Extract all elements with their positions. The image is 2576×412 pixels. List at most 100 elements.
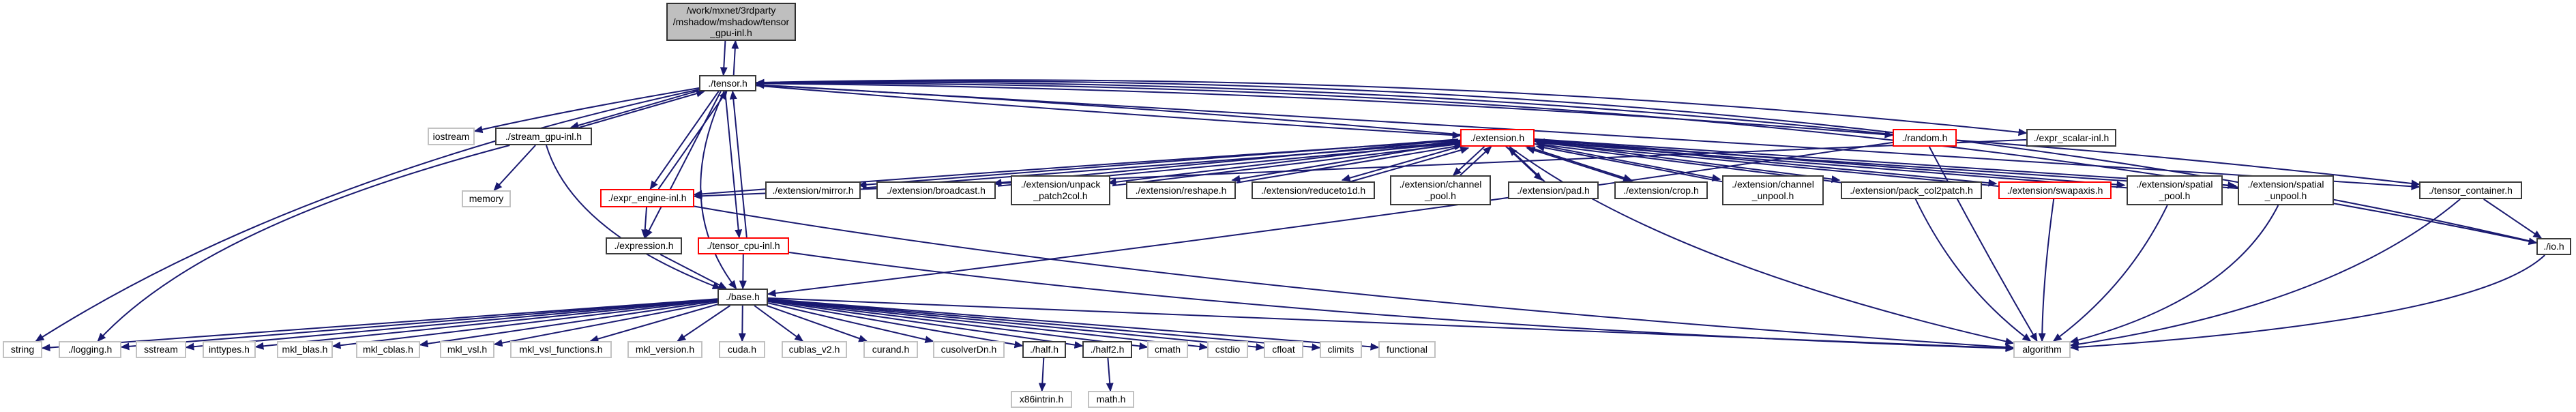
edge-extension-to-ext_channel_unpool bbox=[1532, 143, 1721, 182]
node-tensor_container[interactable]: ./tensor_container.h bbox=[2419, 181, 2522, 199]
node-climits: climits bbox=[1320, 341, 1362, 358]
edge-base-to-inttypes bbox=[254, 299, 718, 350]
edge-base-to-cusolver bbox=[767, 302, 934, 344]
edge-base-to-mkl_version bbox=[677, 305, 731, 342]
node-curand: curand.h bbox=[863, 341, 918, 358]
edge-ext_pad-to-extension bbox=[1508, 147, 1547, 183]
edge-extension-to-ext_channel_pool bbox=[1452, 146, 1485, 177]
node-base[interactable]: ./base.h bbox=[717, 289, 768, 306]
node-stream_gpu[interactable]: ./stream_gpu-inl.h bbox=[495, 128, 592, 145]
edge-tensor_container-to-algorithm bbox=[2069, 198, 2461, 349]
edge-extension-to-ext_crop bbox=[1522, 145, 1633, 181]
edge-tensor-to-tensor_container bbox=[756, 84, 2420, 190]
node-tensor[interactable]: ./tensor.h bbox=[699, 75, 756, 91]
node-math: math.h bbox=[1088, 391, 1134, 408]
edge-tensor-to-io bbox=[756, 82, 2538, 246]
edge-io-to-algorithm bbox=[2069, 254, 2545, 351]
node-ext_broadcast[interactable]: ./extension/broadcast.h bbox=[876, 181, 996, 199]
edge-base-to-cublas_v2 bbox=[754, 305, 804, 342]
node-ext_reduceto1d[interactable]: ./extension/reduceto1d.h bbox=[1252, 181, 1375, 199]
node-ext_reshape[interactable]: ./extension/reshape.h bbox=[1126, 181, 1236, 199]
node-mkl_blas: mkl_blas.h bbox=[277, 341, 333, 358]
node-expression[interactable]: ./expression.h bbox=[606, 237, 682, 254]
node-io[interactable]: ./io.h bbox=[2536, 238, 2571, 255]
node-expr_scalar[interactable]: ./expr_scalar-inl.h bbox=[2026, 129, 2116, 147]
edge-tensor-to-iostream bbox=[473, 87, 700, 134]
node-functional: functional bbox=[1378, 341, 1436, 358]
node-inttypes: inttypes.h bbox=[203, 341, 256, 358]
edge-tensor-to-string bbox=[35, 89, 700, 342]
edge-tensor-to-expression bbox=[645, 91, 722, 239]
edge-ext_spatial_unpool-to-algorithm bbox=[2069, 205, 2279, 344]
edge-extension-to-ext_pad bbox=[1504, 145, 1543, 181]
node-ext_pad[interactable]: ./extension/pad.h bbox=[1508, 181, 1599, 199]
node-x86intrin: x86intrin.h bbox=[1011, 391, 1072, 408]
edge-base-to-mkl_vsl_functions bbox=[589, 304, 718, 343]
edge-ext_pack_col2patch-to-algorithm bbox=[1914, 198, 2032, 342]
node-ext_pack_col2patch[interactable]: ./extension/pack_col2patch.h bbox=[1841, 181, 1982, 199]
node-half2[interactable]: ./half2.h bbox=[1082, 341, 1132, 358]
edge-io-to-tensor bbox=[755, 78, 2537, 244]
edge-expr_engine-to-algorithm bbox=[694, 205, 2015, 351]
node-ext_mirror[interactable]: ./extension/mirror.h bbox=[765, 181, 861, 199]
edge-expression-to-base bbox=[660, 254, 728, 289]
node-mkl_vsl: mkl_vsl.h bbox=[440, 341, 494, 358]
edge-extension-to-ext_reshape bbox=[1231, 142, 1459, 183]
edge-tensor_container-to-io bbox=[2483, 198, 2543, 239]
node-tensor_cpu[interactable]: ./tensor_cpu-inl.h bbox=[698, 237, 789, 254]
edge-ext_swapaxis-to-algorithm bbox=[2038, 198, 2055, 342]
node-ext_crop[interactable]: ./extension/crop.h bbox=[1614, 181, 1708, 199]
edge-tensor-to-extension bbox=[756, 85, 1462, 139]
edge-root-to-tensor bbox=[720, 40, 728, 76]
edge-random-to-algorithm bbox=[1928, 146, 2038, 342]
edge-ext_crop-to-extension bbox=[1526, 147, 1636, 183]
edge-ext_spatial_pool-to-algorithm bbox=[2052, 205, 2168, 342]
node-ext_unpack[interactable]: ./extension/unpack _patch2col.h bbox=[1011, 175, 1110, 205]
edge-base-to-half bbox=[767, 300, 1024, 349]
node-cmath: cmath bbox=[1147, 341, 1188, 358]
node-mkl_cblas: mkl_cblas.h bbox=[356, 341, 420, 358]
edge-stream_gpu-to-base bbox=[546, 145, 722, 290]
node-ext_swapaxis[interactable]: ./extension/swapaxis.h bbox=[1998, 181, 2112, 199]
node-string: string bbox=[3, 341, 42, 358]
node-iostream: iostream bbox=[428, 128, 475, 145]
edge-base-to-cstdio bbox=[767, 299, 1209, 351]
edge-base-to-functional bbox=[767, 298, 1380, 351]
edge-base-to-sstream bbox=[185, 298, 718, 351]
edge-stream_gpu-to-logging bbox=[97, 145, 510, 342]
node-expr_engine[interactable]: ./expr_engine-inl.h bbox=[600, 189, 694, 207]
node-random[interactable]: ./random.h bbox=[1893, 129, 1957, 147]
node-half[interactable]: ./half.h bbox=[1022, 341, 1066, 358]
edge-tensor-to-root bbox=[731, 40, 739, 76]
node-cusolver: cusolverDn.h bbox=[933, 341, 1005, 358]
edge-tensor_cpu-to-algorithm bbox=[788, 252, 2015, 353]
edge-random-to-base bbox=[767, 141, 1893, 297]
node-ext_spatial_unpool[interactable]: ./extension/spatial _unpool.h bbox=[2238, 175, 2334, 205]
edge-extension-to-ext_pack_col2patch bbox=[1532, 140, 1841, 183]
edge-extension-to-tensor bbox=[755, 81, 1461, 136]
edge-tensor-to-expr_scalar bbox=[756, 79, 2028, 136]
node-logging: ./logging.h bbox=[59, 341, 121, 358]
node-cublas_v2: cublas_v2.h bbox=[782, 341, 847, 358]
node-extension[interactable]: ./extension.h bbox=[1460, 129, 1535, 147]
edge-stream_gpu-to-memory bbox=[493, 145, 536, 192]
node-cfloat: cfloat bbox=[1264, 341, 1303, 358]
node-cstdio: cstdio bbox=[1207, 341, 1248, 358]
edge-tensor-to-tensor_cpu bbox=[724, 91, 743, 239]
edge-tensor_cpu-to-tensor bbox=[729, 90, 747, 238]
node-cuda: cuda.h bbox=[719, 341, 765, 358]
node-root: /work/mxnet/3rdparty /mshadow/mshadow/te… bbox=[666, 3, 796, 41]
node-mkl_vsl_functions: mkl_vsl_functions.h bbox=[510, 341, 612, 358]
node-ext_spatial_pool[interactable]: ./extension/spatial _pool.h bbox=[2127, 175, 2223, 205]
edge-base-to-mkl_blas bbox=[331, 299, 718, 349]
edge-random-to-tensor bbox=[755, 78, 1893, 136]
edge-expr_engine-to-tensor bbox=[657, 90, 728, 190]
edge-tensor-to-base bbox=[700, 91, 737, 290]
edge-extension-to-ext_mirror bbox=[857, 138, 1459, 189]
node-ext_channel_pool[interactable]: ./extension/channel _pool.h bbox=[1390, 175, 1491, 205]
node-ext_channel_unpool[interactable]: ./extension/channel _unpool.h bbox=[1722, 175, 1824, 205]
edge-tensor-to-expr_engine bbox=[649, 91, 720, 190]
node-sstream: sstream bbox=[136, 341, 186, 358]
edge-base-to-cmath bbox=[767, 299, 1149, 350]
